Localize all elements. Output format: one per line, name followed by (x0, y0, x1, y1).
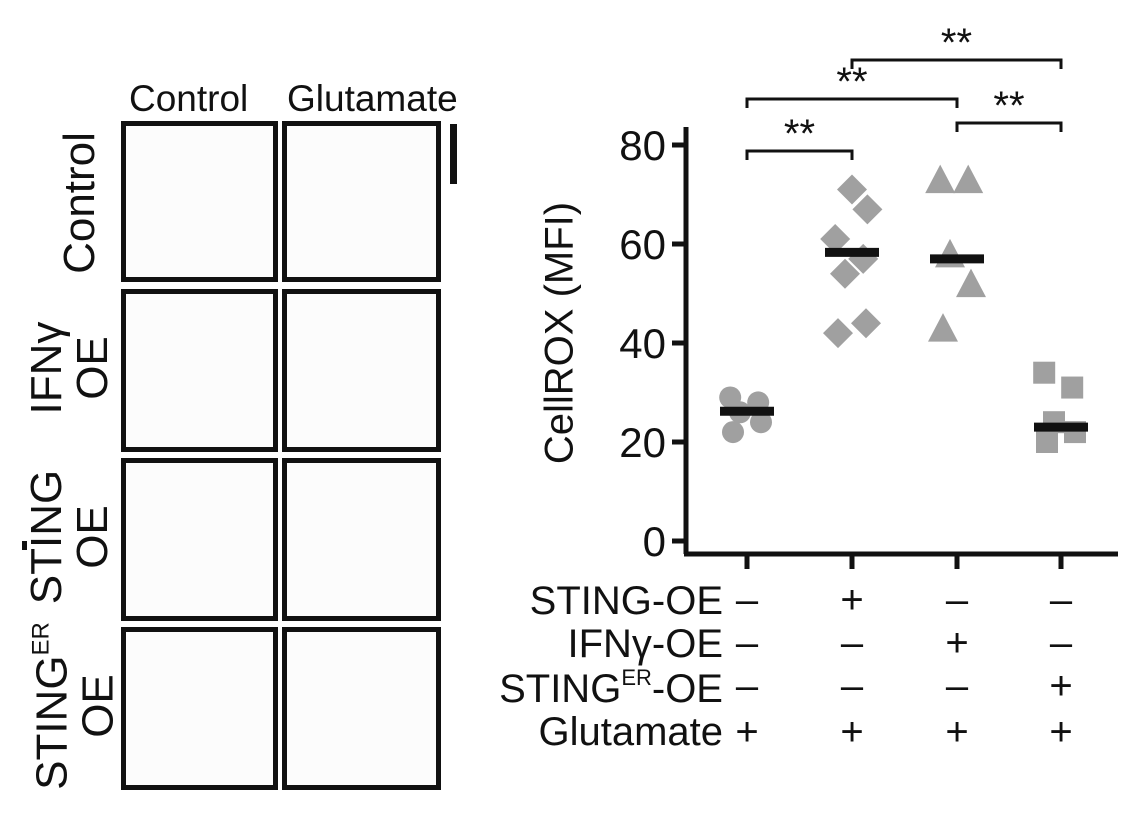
image-panel-ifng-control (121, 289, 278, 452)
condition-value: + (945, 621, 968, 665)
condition-value: – (736, 621, 759, 665)
condition-value: – (736, 578, 759, 622)
condition-value: + (945, 710, 968, 754)
condition-label-stinger-sup: ER (621, 665, 652, 690)
significance-bracket (955, 121, 1063, 132)
significance-bracket (745, 149, 854, 160)
image-panel-control-glutamate (282, 121, 441, 282)
condition-label-stinger-oe: STINGER-OE (499, 665, 723, 712)
condition-label-stinger-suffix: -OE (651, 667, 723, 711)
condition-label-ifng-oe-text: IFNγ-OE (567, 622, 723, 666)
data-point-square (1036, 431, 1058, 453)
data-point-diamond (823, 318, 853, 349)
data-point-circle (722, 421, 744, 444)
condition-value: + (840, 578, 863, 622)
condition-label-glutamate-text: Glutamate (538, 710, 723, 754)
condition-value: – (946, 578, 969, 622)
image-panel-control-control (121, 121, 278, 282)
condition-value: + (1049, 710, 1072, 754)
data-point-square (1061, 376, 1084, 399)
image-panel-sting-glutamate (282, 458, 441, 621)
condition-value: – (1050, 621, 1073, 665)
image-panel-stinger-control (121, 627, 278, 790)
column-header-glutamate: Glutamate (287, 78, 458, 119)
data-point-triangle (953, 164, 984, 194)
significance-bracket (745, 97, 959, 108)
data-point-triangle (956, 268, 986, 298)
data-point-diamond (837, 174, 867, 205)
condition-value: – (841, 621, 864, 665)
y-tick-label: 40 (619, 320, 666, 367)
y-tick-label: 60 (619, 221, 666, 268)
condition-value: + (840, 710, 863, 754)
data-point-diamond (830, 258, 860, 289)
condition-label-sting-oe-text: STING-OE (529, 579, 723, 623)
condition-value: – (1050, 578, 1073, 622)
data-point-diamond (852, 194, 883, 225)
condition-value: – (841, 664, 864, 708)
condition-value: + (735, 710, 758, 754)
column-header-control: Control (129, 78, 249, 119)
data-point-circle (719, 386, 742, 409)
y-tick-label: 20 (619, 419, 666, 466)
significance-label: ** (993, 84, 1024, 128)
y-tick-label: 0 (643, 518, 666, 565)
y-tick-label: 80 (619, 122, 666, 169)
significance-bracket (850, 58, 1063, 69)
edge-mark (22, 541, 27, 550)
data-point-triangle (928, 313, 958, 342)
data-point-diamond (851, 308, 881, 339)
data-point-circle (750, 411, 772, 434)
condition-label-ifng-oe: IFNγ-OE (567, 622, 723, 667)
condition-value: – (946, 664, 969, 708)
y-axis-title: CellROX (MFI) (537, 201, 582, 465)
condition-label-glutamate: Glutamate (538, 710, 723, 755)
condition-value: + (1049, 664, 1072, 708)
significance-label: ** (784, 112, 815, 156)
significance-label: ** (941, 21, 972, 65)
condition-label-sting-oe: STING-OE (530, 579, 723, 624)
scale-bar (450, 124, 457, 184)
data-point-triangle (925, 164, 956, 194)
condition-value: – (736, 664, 759, 708)
image-panel-sting-control (121, 458, 278, 621)
data-point-square (1033, 361, 1056, 384)
image-panel-ifng-glutamate (282, 289, 441, 452)
data-point-diamond (820, 224, 851, 255)
image-panel-stinger-glutamate (282, 627, 441, 790)
condition-label-stinger-text: STING (499, 667, 622, 711)
